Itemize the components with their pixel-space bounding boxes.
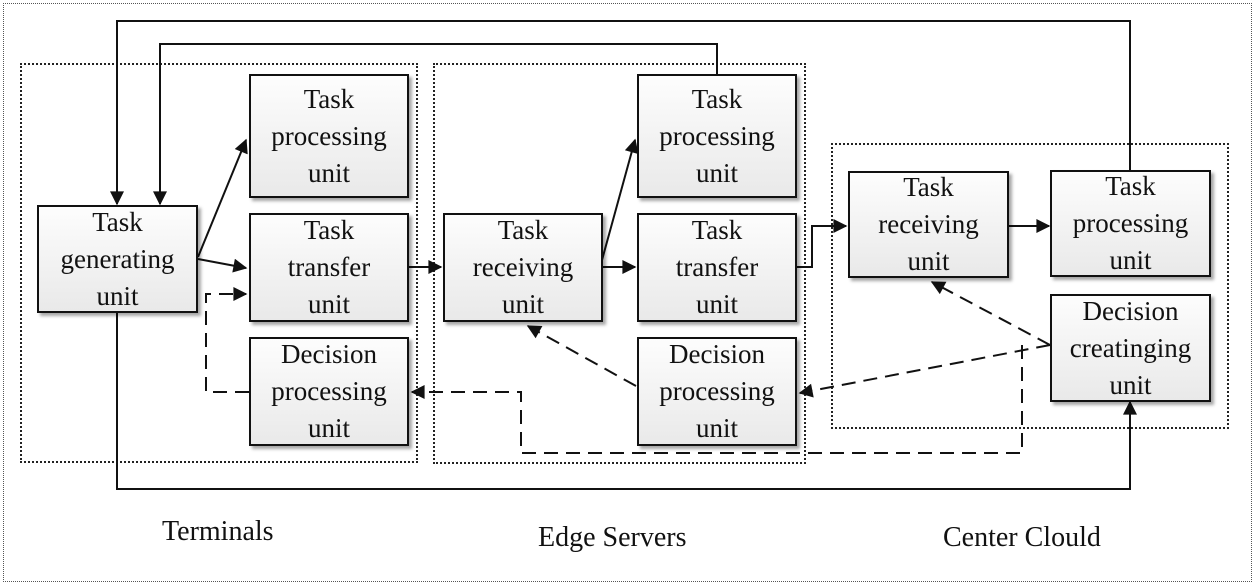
terminals-group — [20, 63, 418, 463]
arrow-generating-to-terminal-transfer — [197, 258, 248, 273]
terminal-task-transfer-unit: Task transfer unit — [249, 213, 409, 322]
terminals-label: Terminals — [162, 516, 274, 547]
center-cloud-group — [831, 143, 1229, 429]
arrow-edge-processing-to-generating — [153, 43, 718, 206]
edge-task-receiving-unit: Task receiving unit — [443, 213, 603, 322]
dashed-terminal-decision-to-terminal-transfer — [205, 287, 249, 393]
center-cloud-label: Center Clould — [943, 522, 1101, 553]
dashed-cloud-decision-loop-to-terminal-decision — [410, 345, 1023, 454]
dashed-edge-decision-to-edge-receiving — [526, 325, 637, 387]
arrow-generating-to-terminal-processing — [197, 138, 248, 258]
cloud-decision-creating-unit: Decision creatinging unit — [1050, 294, 1211, 402]
edge-task-transfer-unit: Task transfer unit — [637, 213, 797, 322]
edge-task-processing-unit: Task processing unit — [637, 74, 797, 198]
dashed-cloud-decision-to-cloud-receiving — [930, 281, 1051, 346]
arrow-edge-transfer-to-cloud-receiving — [797, 219, 848, 268]
task-generating-unit: Task generating unit — [37, 205, 198, 313]
cloud-task-receiving-unit: Task receiving unit — [848, 171, 1009, 278]
arrow-generating-to-cloud-decision — [116, 312, 1137, 490]
terminal-decision-processing-unit: Decision processing unit — [249, 337, 409, 446]
arrow-edge-receiving-to-edge-processing — [601, 138, 639, 261]
outer-frame — [3, 3, 1252, 582]
terminal-task-processing-unit: Task processing unit — [249, 74, 409, 198]
arrow-cloud-processing-to-generating — [110, 20, 1131, 206]
dashed-cloud-decision-to-edge-decision — [798, 344, 1051, 398]
cloud-task-processing-unit: Task processing unit — [1050, 170, 1211, 277]
edge-decision-processing-unit: Decision processing unit — [637, 337, 797, 446]
edge-servers-label: Edge Servers — [538, 522, 687, 553]
